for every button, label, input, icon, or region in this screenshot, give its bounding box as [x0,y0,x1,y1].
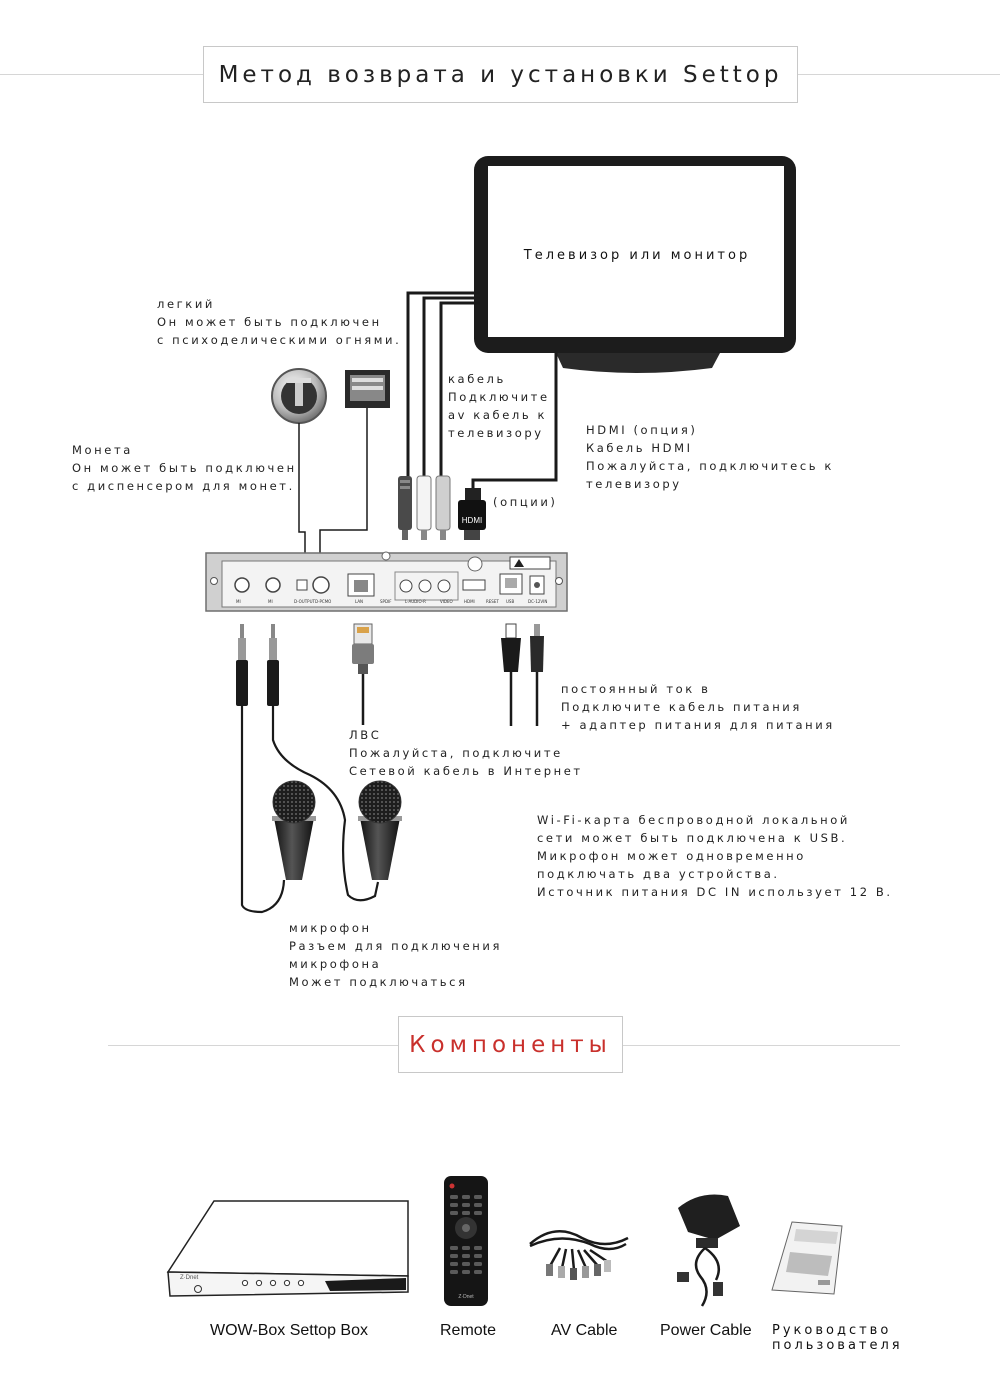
note-line: Сетевой кабель в Интернет [349,764,583,778]
microphone-note: микрофон Разъем для подключения микрофон… [289,919,502,991]
light-note: легкий Он может быть подключен с психоде… [157,295,401,349]
note-line: Кабель HDMI [586,441,693,455]
note-line: Wi-Fi-карта беспроводной локальной [537,813,851,827]
note-line: подключать два устройства. [537,867,780,881]
coin-dispenser-icon [345,370,390,408]
svg-text:MI: MI [236,599,241,604]
note-line: с психоделическими огнями. [157,333,402,347]
mic-plugs [236,624,279,706]
lan-note: ЛВС Пожалуйста, подключите Сетевой кабел… [349,726,583,780]
note-line: ЛВС [349,728,382,742]
coin-note: Монета Он может быть подключен с диспенс… [72,441,297,495]
note-line: микрофона [289,957,382,971]
note-line: Он может быть подключен [72,461,297,475]
hdmi-note: HDMI (опция) Кабель HDMI Пожалуйста, под… [586,421,834,493]
note-line: легкий [157,297,215,311]
note-line: Подключите кабель питания [561,700,802,714]
note-line: + адаптер питания для питания [561,718,835,732]
note-line: Разъем для подключения [289,939,502,953]
note-line: HDMI (опция) [586,423,698,437]
av-cable-note: кабель Подключите av кабель к телевизору [448,370,550,442]
svg-text:VIDEO: VIDEO [440,599,453,604]
usb-plug-icon [501,623,521,726]
light-button-icon [271,368,327,424]
svg-text:Z·Dnet: Z·Dnet [180,1275,199,1281]
note-line: Может подключаться [289,975,468,989]
component-label-power-cable: Power Cable [660,1322,752,1339]
av-cable-icon [529,1230,629,1271]
microphone-icon [272,780,402,880]
info-note: Wi-Fi-карта беспроводной локальной сети … [537,811,893,901]
note-line: Пожалуйста, подключитесь к [586,459,834,473]
svg-text:HDMI: HDMI [464,599,475,604]
rj45-plug-icon [352,623,374,725]
note-line: Монета [72,443,133,457]
note-line: микрофон [289,921,372,935]
svg-text:D-PCMO: D-PCMO [315,599,331,604]
components-title: Компоненты [398,1016,623,1073]
note-line: Микрофон может одновременно [537,849,806,863]
tv-cables [406,291,558,492]
dc-plug-icon [530,624,544,726]
svg-text:USB: USB [506,599,514,604]
power-adapter-icon [677,1194,740,1307]
note-line: Пожалуйста, подключите [349,746,563,760]
svg-text:MI: MI [268,599,273,604]
svg-text:Z·Dnet: Z·Dnet [458,1294,474,1300]
note-line: Он может быть подключен [157,315,382,329]
svg-text:DC-12VIN: DC-12VIN [528,599,547,604]
tv-monitor-icon [474,156,796,373]
svg-text:LAN: LAN [355,599,363,604]
note-line: (опции) [493,495,558,509]
note-line: Источник питания DC IN использует 12 В. [537,885,893,899]
note-line: с диспенсером для монет. [72,479,295,493]
svg-text:HDMI: HDMI [462,516,482,525]
dc-power-note: постоянный ток в Подключите кабель питан… [561,680,835,734]
note-line: телевизору [448,426,544,440]
install-title: Метод возврата и установки Settop [203,46,798,103]
user-manual-icon [771,1221,843,1295]
tv-label: Телевизор или монитор [523,248,751,263]
note-line: постоянный ток в [561,682,711,696]
note-line: Подключите [448,390,550,404]
av-plugs [546,1260,611,1280]
component-label-manual: Руководство пользователя [772,1323,903,1353]
component-label-remote: Remote [440,1322,497,1339]
svg-text:SPDIF: SPDIF [380,599,392,604]
rca-plug-icon [398,475,451,540]
hdmi-plug-icon: HDMI [458,488,486,540]
note-line: кабель [448,372,506,386]
note-line: av кабель к [448,408,547,422]
note-line: сети может быть подключена к USB. [537,831,848,845]
note-line: телевизору [586,477,682,491]
component-label-settop: WOW-Box Settop Box [210,1322,368,1339]
svg-text:D-OUTPUT: D-OUTPUT [294,599,315,604]
svg-text:RESET: RESET [486,599,499,604]
settop-box-icon: Z·Dnet [166,1200,409,1297]
component-label-av-cable: AV Cable [551,1322,618,1339]
options-note: (опции) [493,493,558,511]
remote-control-icon: Z·Dnet [444,1176,488,1306]
svg-text:L-AUDIO-R: L-AUDIO-R [405,599,426,604]
